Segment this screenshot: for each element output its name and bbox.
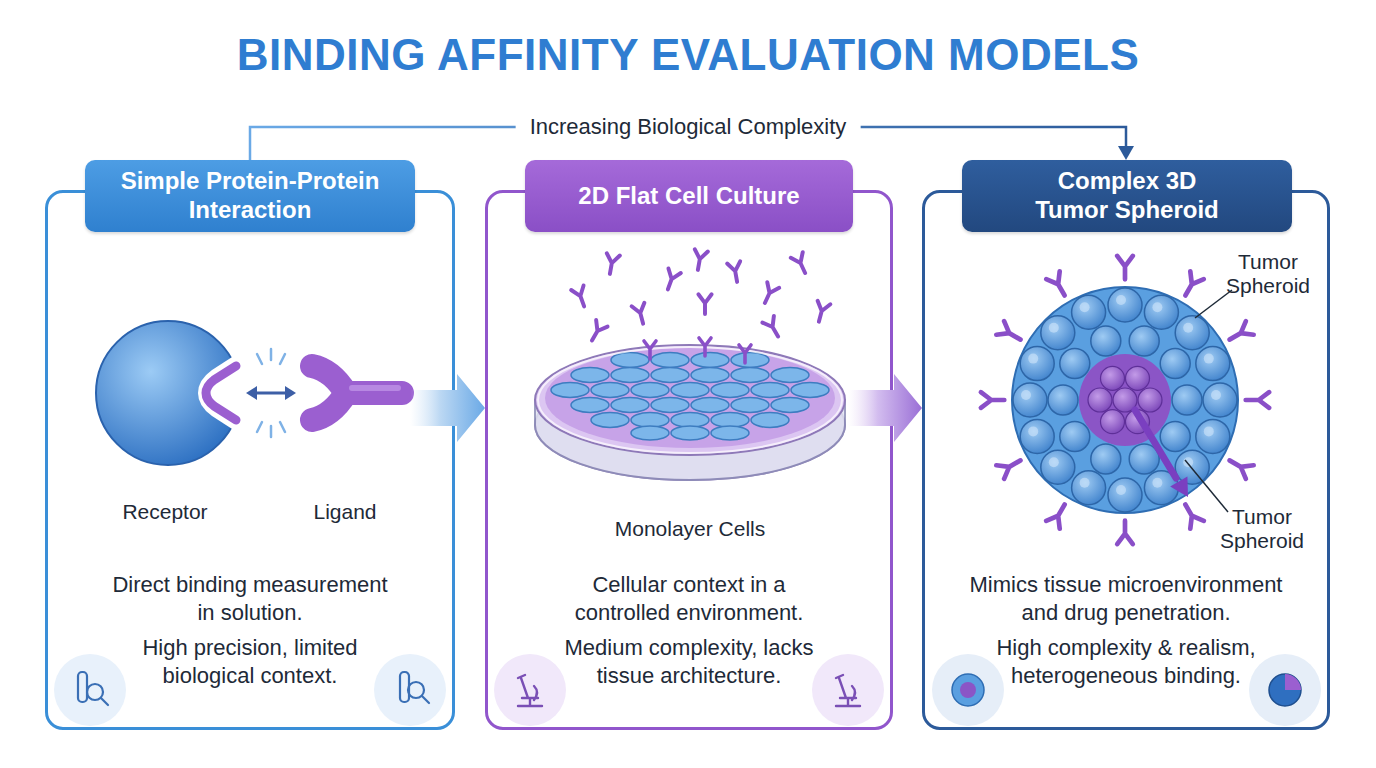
part-label: Ligand xyxy=(285,500,405,524)
panel-box: 2D Flat Cell CultureCellular context in … xyxy=(485,160,893,730)
diagram-title: BINDING AFFINITY EVALUATION MODELS xyxy=(0,30,1376,80)
flow-arrow xyxy=(848,374,922,442)
callout-label: Tumor Spheroid xyxy=(1212,505,1312,552)
part-label: Monolayer Cells xyxy=(580,517,800,541)
part-label: Receptor xyxy=(95,500,235,524)
panel-box: Complex 3D Tumor SpheroidMimics tissue m… xyxy=(922,160,1330,730)
edge-label: Increasing Biological Complexity xyxy=(516,114,861,140)
panel-description: Mimics tissue microenvironment and drug … xyxy=(956,571,1296,626)
panel-heading: Simple Protein-Protein Interaction xyxy=(100,167,400,225)
panel-heading: 2D Flat Cell Culture xyxy=(578,182,799,211)
panel-header-tab: 2D Flat Cell Culture xyxy=(525,160,853,232)
callout-label: Tumor Spheroid xyxy=(1218,250,1318,297)
panel-heading: Complex 3D Tumor Spheroid xyxy=(1027,167,1227,225)
panel-description: Direct binding measurement in solution. xyxy=(105,571,395,626)
panel-description: Cellular context in a controlled environ… xyxy=(549,571,829,626)
flow-arrow xyxy=(410,374,485,442)
panel-description: High precision, limited biological conte… xyxy=(105,634,395,689)
panel-header-tab: Simple Protein-Protein Interaction xyxy=(85,160,415,232)
panel-header-tab: Complex 3D Tumor Spheroid xyxy=(962,160,1292,232)
panel-description: High complexity & realism, heterogeneous… xyxy=(956,634,1296,689)
panel-description: Medium complexity, lacks tissue architec… xyxy=(544,634,834,689)
panel-box: Simple Protein-Protein InteractionDirect… xyxy=(45,160,455,730)
